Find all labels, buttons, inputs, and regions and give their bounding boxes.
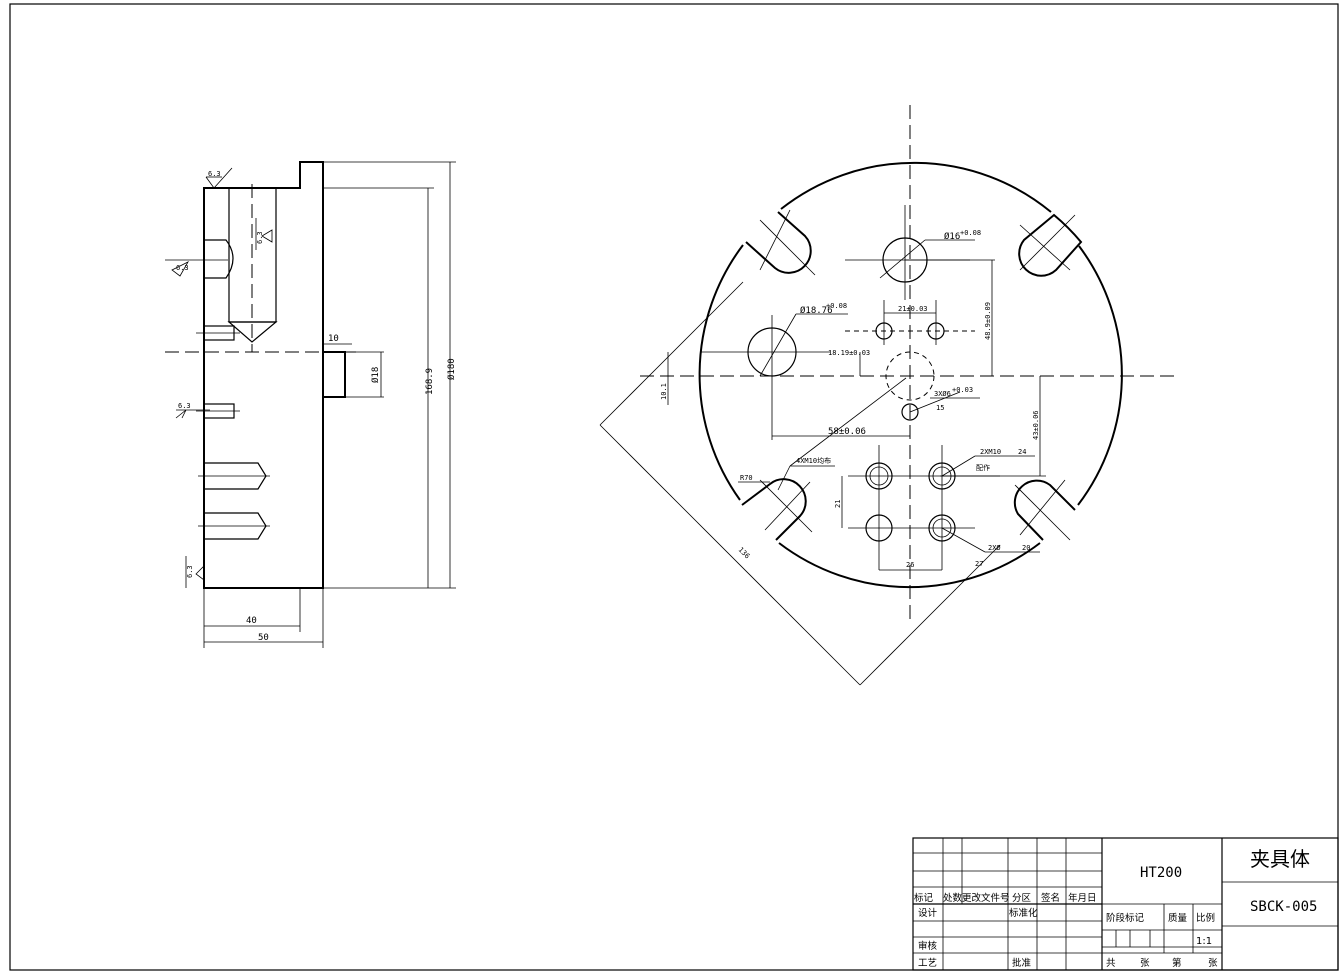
dim-hole16-tol: +0.08	[960, 229, 981, 237]
dim-27: 27	[975, 560, 983, 568]
dim-43: 43±0.06	[1032, 410, 1040, 440]
dim-58: 58±0.06	[828, 427, 866, 437]
tb-jieduan: 阶段标记	[1106, 912, 1145, 924]
tb-di: 第	[1172, 957, 1182, 969]
dim-168: 168.9	[425, 368, 435, 395]
tb-qianming: 签名	[1041, 892, 1060, 904]
roughness-symbol-4: 6.3	[175, 402, 210, 419]
front-view: Ø16 +0.08 Ø18.76 +0.08 21±0.03 48.9±0.09…	[599, 105, 1180, 686]
tb-fenqu: 分区	[1012, 893, 1032, 904]
side-boss	[322, 351, 346, 398]
tb-zhang2: 张	[1208, 958, 1218, 969]
drawing-frame	[9, 3, 1339, 971]
tb-zhiliang: 质量	[1168, 912, 1188, 924]
roughness-4-text: 6.3	[178, 402, 191, 410]
front-outline	[1018, 213, 1083, 277]
dim-180: Ø180	[446, 358, 457, 380]
dim-peizuo: 配作	[976, 463, 990, 472]
dim-2xm10: 2XM10	[980, 448, 1001, 456]
dim-3x6-tol: +0.03	[952, 386, 973, 394]
tb-biaoji: 标记	[914, 892, 934, 904]
dim-hole18: Ø18.76	[800, 305, 833, 316]
dim-hole18-tol: +0.08	[826, 302, 847, 310]
dim-15: 15	[936, 404, 944, 412]
tb-biaozhunhua: 标准化	[1009, 907, 1038, 919]
dim-21: 21±0.03	[898, 305, 928, 313]
dim-10: 10	[328, 334, 339, 344]
tb-chushu: 处数	[943, 892, 963, 904]
side-bore-tip	[227, 321, 278, 343]
dim-21b: 21	[834, 500, 842, 508]
tb-zhang1: 张	[1140, 958, 1150, 969]
dim-26: 26	[906, 561, 914, 569]
dim-18: Ø18	[370, 367, 381, 383]
dim-18-19: 18.19±0.03	[828, 349, 870, 357]
dim-50: 50	[258, 633, 269, 643]
side-hole-4	[203, 512, 267, 540]
tb-nianyueri: 年月日	[1068, 892, 1097, 904]
roughness-symbol-3: 6.3	[255, 218, 273, 250]
roughness-1-text: 6.3	[208, 170, 221, 178]
tb-bili: 比例	[1196, 912, 1215, 924]
roughness-2-text: 6.3	[176, 264, 189, 272]
pin-hole-bottom	[901, 403, 919, 421]
dim-40: 40	[246, 616, 257, 626]
title-block: 标记 处数 更改文件号 分区 签名 年月日 设计 标准化 审核 工艺 批准 HT…	[912, 837, 1339, 971]
tb-part-name: 夹具体	[1250, 847, 1310, 871]
dim-20: 20	[1022, 544, 1030, 552]
dim-10-1: 10.1	[660, 383, 668, 400]
dim-24: 24	[1018, 448, 1026, 456]
dim-48-9: 48.9±0.09	[984, 302, 992, 340]
tb-drawing-no: SBCK-005	[1250, 899, 1317, 915]
roughness-symbol-1: 6.3	[205, 167, 233, 189]
tb-gongyi: 工艺	[918, 958, 937, 969]
roughness-symbol-2: 6.3	[165, 259, 228, 277]
tb-sheji: 设计	[918, 907, 938, 919]
side-view-body	[203, 161, 324, 589]
dim-4xm10: 4XM10均布	[796, 456, 831, 465]
tb-shenhe: 审核	[918, 940, 938, 952]
side-view: 6.3 6.3 6.3 6.3 6.3 Ø180 168.9	[165, 161, 457, 648]
side-hole-3	[203, 462, 267, 490]
center-bore	[885, 351, 935, 401]
side-bore-groove	[203, 239, 234, 279]
tb-material: HT200	[1140, 865, 1182, 881]
tb-pizhun: 批准	[1012, 957, 1032, 969]
tb-genggai: 更改文件号	[962, 892, 1010, 904]
dim-3x6: 3XØ6	[934, 390, 951, 398]
tb-scale: 1:1	[1196, 936, 1212, 947]
roughness-5-text: 6.3	[186, 565, 194, 578]
roughness-symbol-5: 6.3	[185, 556, 205, 588]
dim-r70: R70	[740, 474, 753, 482]
dim-hole16: Ø16	[944, 231, 960, 242]
roughness-3-text: 6.3	[256, 231, 264, 244]
tb-gong: 共	[1106, 958, 1116, 969]
dim-2xsmall: 2XØ	[988, 544, 1001, 552]
dim-136: 136	[737, 546, 752, 561]
